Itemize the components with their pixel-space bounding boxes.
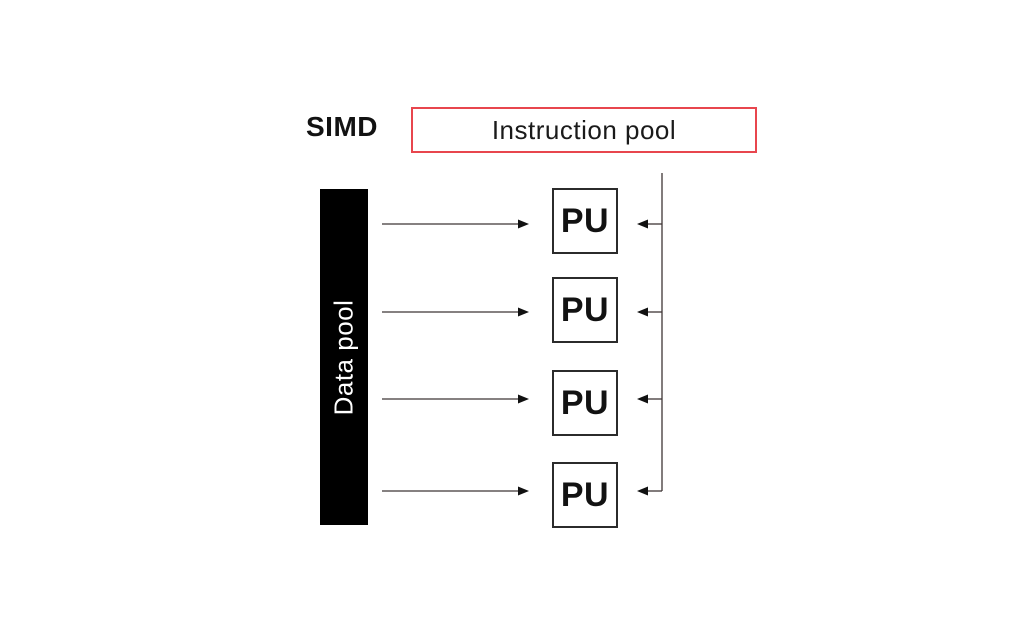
processing-unit-label: PU — [560, 475, 610, 514]
processing-unit-box: PU — [552, 188, 618, 254]
bus-to-pu-arrow — [637, 219, 662, 229]
instruction-pool-box: Instruction pool — [411, 107, 757, 153]
bus-to-pu-arrow — [637, 486, 662, 496]
processing-unit-box: PU — [552, 462, 618, 528]
data-to-pu-arrow — [382, 307, 529, 317]
data-to-pu-arrow — [382, 219, 529, 229]
bus-to-pu-arrow — [637, 394, 662, 404]
data-pool-label: Data pool — [328, 299, 359, 415]
bus-to-pu-arrow — [637, 307, 662, 317]
instruction-pool-label: Instruction pool — [491, 114, 677, 145]
processing-unit-box: PU — [552, 277, 618, 343]
data-to-pu-arrow — [382, 394, 529, 404]
processing-unit-box: PU — [552, 370, 618, 436]
processing-unit-label: PU — [560, 290, 610, 329]
data-pool-bar: Data pool — [320, 189, 368, 525]
data-to-pu-arrow — [382, 486, 529, 496]
diagram-title: SIMD — [306, 111, 378, 142]
processing-unit-label: PU — [560, 201, 610, 240]
processing-unit-label: PU — [560, 383, 610, 422]
